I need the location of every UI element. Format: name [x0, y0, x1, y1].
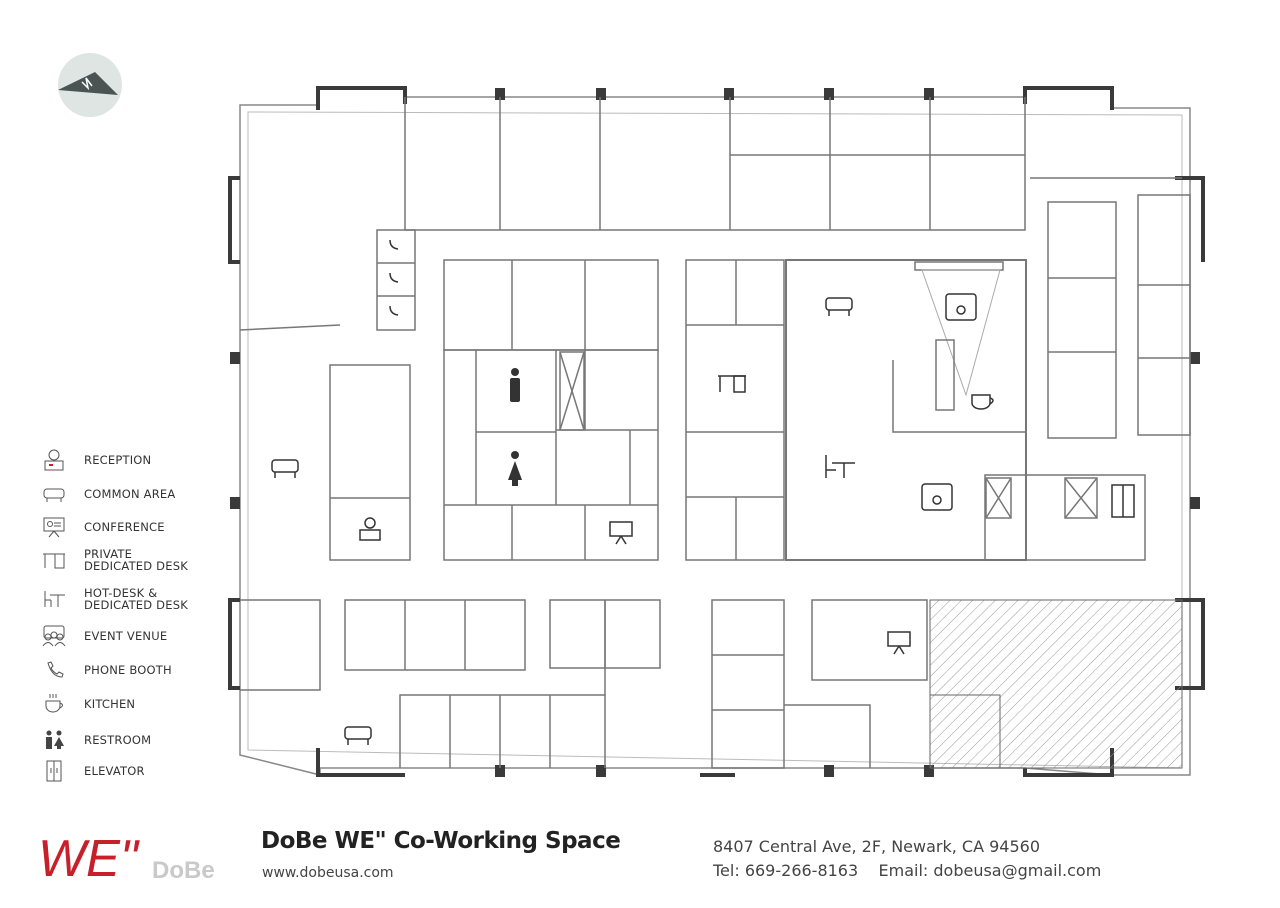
presentation-board-icon — [40, 515, 68, 539]
presentation-board-icon — [609, 521, 633, 545]
group-icon — [945, 293, 977, 321]
coffee-cup-icon — [971, 394, 994, 410]
legend-item-hot-desk: HOT-DESK & DEDICATED DESK — [40, 587, 188, 611]
legend-item-event-venue: EVENT VENUE — [40, 624, 167, 648]
sofa-icon — [271, 459, 299, 478]
legend-item-common-area: COMMON AREA — [40, 482, 175, 506]
sofa-icon — [825, 297, 853, 316]
elevator-icon — [1111, 484, 1135, 518]
phone-icon — [389, 272, 399, 283]
footer-contact: Tel: 669-266-8163 Email: dobeusa@gmail.c… — [713, 861, 1102, 880]
sofa-icon — [40, 482, 68, 506]
elevator-icon — [40, 759, 68, 783]
svg-text:DoBe: DoBe — [152, 857, 215, 882]
north-compass-icon — [58, 53, 122, 117]
reception-icon — [359, 517, 381, 541]
legend-item-restroom: RESTROOM — [40, 728, 151, 752]
desk-chair-icon — [825, 455, 855, 478]
phone-icon — [389, 305, 399, 316]
svg-text:WE": WE" — [38, 830, 140, 882]
footer-website-link[interactable]: www.dobeusa.com — [262, 865, 394, 881]
female-restroom-icon — [508, 451, 522, 486]
footer-address: 8407 Central Ave, 2F, Newark, CA 94560 — [713, 837, 1041, 856]
desk-icon — [718, 375, 746, 393]
phone-icon — [40, 658, 68, 682]
sofa-icon — [344, 726, 372, 745]
legend-item-conference: CONFERENCE — [40, 515, 165, 539]
legend-item-reception: RECEPTION — [40, 448, 151, 472]
restroom-icon — [40, 728, 68, 752]
coffee-cup-icon — [40, 692, 68, 716]
unavailable-area — [929, 599, 1183, 769]
phone-icon — [389, 239, 399, 250]
male-restroom-icon — [510, 368, 520, 402]
group-icon — [40, 624, 68, 648]
legend-item-phone-booth: PHONE BOOTH — [40, 658, 172, 682]
presentation-board-icon — [887, 631, 911, 655]
dobe-we-logo: WE" DoBe — [38, 826, 238, 888]
group-icon — [921, 483, 953, 511]
reception-icon — [40, 448, 68, 472]
legend-item-elevator: ELEVATOR — [40, 759, 145, 783]
desk-chair-icon — [40, 587, 68, 611]
legend-item-private-desk: PRIVATE DEDICATED DESK — [40, 548, 188, 572]
footer-title: DoBe WE" Co-Working Space — [261, 828, 621, 854]
legend-item-kitchen: KITCHEN — [40, 692, 135, 716]
columns — [230, 88, 1200, 777]
restroom-icons — [508, 368, 522, 486]
desk-icon — [40, 548, 68, 572]
interior-walls — [239, 97, 1191, 769]
